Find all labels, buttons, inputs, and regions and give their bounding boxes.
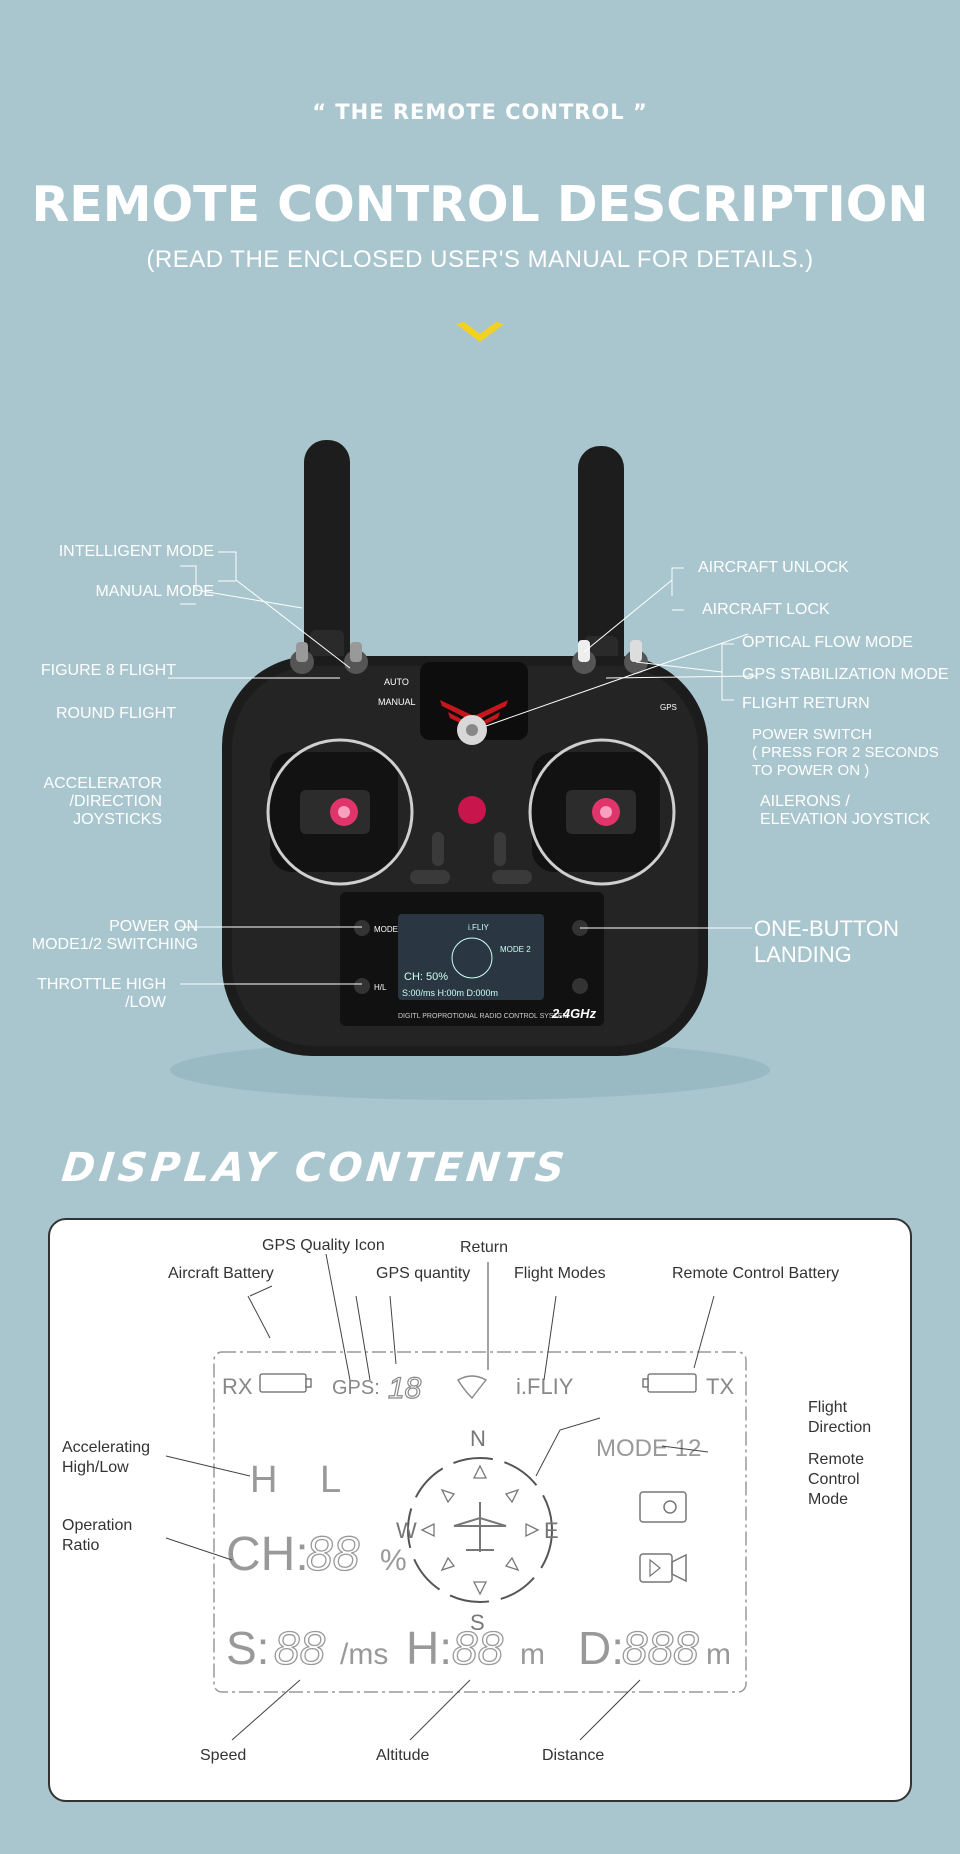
video-icon (639, 1553, 673, 1583)
lcd-diagram: RX GPS: 18 i.FLIY TX H L MODE 12 N S E W… (165, 1253, 747, 1741)
label-aircraft-battery: Aircraft Battery (168, 1265, 274, 1282)
callout-optical-flow-mode: OPTICAL FLOW MODE (742, 634, 913, 651)
lcd-compass-e: E (544, 1518, 559, 1543)
lcd-speed-label: S: (226, 1622, 269, 1674)
screen-stats: S:00/ms H:00m D:000m (402, 988, 498, 998)
page-title: REMOTE CONTROL DESCRIPTION (31, 176, 929, 233)
lcd-distance-digits: 888 (622, 1622, 699, 1674)
callout-manual-mode: MANUAL MODE (95, 583, 214, 600)
display-contents-heading: DISPLAY CONTENTS (59, 1145, 571, 1191)
callout-one-button-landing: ONE-BUTTON LANDING (754, 916, 900, 967)
screen-mode: MODE 2 (500, 945, 531, 954)
chevron-down-icon (456, 322, 504, 342)
callout-accelerator-joystick: ACCELERATOR /DIRECTION JOYSTICKS (43, 775, 162, 828)
gps-switch-label: GPS (660, 703, 677, 712)
lcd-distance-label: D: (578, 1622, 624, 1674)
lcd-distance-unit: m (706, 1638, 731, 1671)
hl-button-label: H/L (374, 983, 387, 992)
callout-gps-stabilization-mode: GPS STABILIZATION MODE (742, 666, 949, 683)
lcd-compass-w: W (396, 1518, 417, 1543)
label-gps-quantity: GPS quantity (376, 1265, 471, 1282)
callout-intelligent-mode: INTELLIGENT MODE (58, 543, 214, 560)
screen-top-line: i.FLIY (468, 923, 490, 932)
label-speed: Speed (200, 1747, 247, 1764)
lcd-gps: GPS: (332, 1377, 380, 1399)
lcd-screen (398, 914, 544, 1000)
manual-switch-label: MANUAL (378, 697, 416, 707)
aircraft-battery-icon (259, 1373, 307, 1393)
lcd-rx: RX (222, 1374, 253, 1399)
label-gps-quality-icon: GPS Quality Icon (262, 1237, 385, 1254)
lcd-speed-digits: 88 (274, 1622, 326, 1674)
section-subtitle: “ THE REMOTE CONTROL ” (312, 100, 648, 124)
aircraft-icon (453, 1502, 507, 1552)
lcd-altitude-unit: m (520, 1638, 545, 1671)
screen-footer: DIGITL PROPROTIONAL RADIO CONTROL SYSTEM (398, 1013, 569, 1020)
callout-aircraft-unlock: AIRCRAFT UNLOCK (698, 559, 849, 576)
callout-throttle-high-low: THROTTLE HIGH /LOW (37, 976, 166, 1011)
camera-icon (639, 1491, 687, 1523)
label-accelerating-high-low: Accelerating High/Low (62, 1439, 151, 1476)
label-remote-control-battery: Remote Control Battery (672, 1265, 840, 1282)
label-flight-direction: Flight Direction (808, 1399, 872, 1436)
left-antenna (304, 440, 350, 680)
lcd-altitude-digits: 88 (452, 1622, 504, 1674)
lcd-ch-digits: 88 (306, 1528, 360, 1581)
remote-controller-illustration: AUTO MANUAL GPS i.FLIY MODE 2 CH: 50% S:… (168, 440, 770, 1100)
lcd-compass-s: S (470, 1610, 485, 1635)
callout-flight-return: FLIGHT RETURN (742, 695, 870, 712)
lcd-speed-unit: /ms (340, 1638, 388, 1671)
callout-power-on-mode-switching: POWER ON MODE1/2 SWITCHING (31, 918, 198, 953)
label-operation-ratio: Operation Ratio (62, 1517, 133, 1554)
lcd-ifliy: i.FLIY (516, 1374, 574, 1399)
rc-battery-icon (647, 1373, 697, 1393)
label-return: Return (460, 1239, 509, 1256)
lcd-altitude-label: H: (406, 1622, 452, 1674)
callout-round-flight: ROUND FLIGHT (56, 705, 176, 722)
screen-ch: CH: 50% (404, 971, 448, 983)
right-antenna (578, 446, 624, 686)
manual-note: (READ THE ENCLOSED USER'S MANUAL FOR DET… (146, 246, 814, 273)
lcd-tx: TX (706, 1374, 734, 1399)
mode-button-label: MODE (374, 925, 398, 934)
lcd-mode: MODE 12 (596, 1435, 701, 1462)
lcd-l: L (320, 1459, 341, 1501)
callout-power-switch: POWER SWITCH ( PRESS FOR 2 SECONDS TO PO… (752, 726, 939, 779)
label-distance: Distance (542, 1747, 605, 1764)
compass-ring (407, 1457, 553, 1603)
return-icon (457, 1375, 488, 1400)
label-altitude: Altitude (376, 1747, 430, 1764)
band-label: 2.4GHz (551, 1006, 597, 1021)
lcd-ch: CH: (226, 1528, 309, 1581)
display-diagram-panel: RX GPS: 18 i.FLIY TX H L MODE 12 N S E W… (48, 1218, 912, 1802)
lcd-compass-n: N (470, 1426, 486, 1451)
label-remote-control-mode: Remote Control Mode (808, 1451, 865, 1508)
label-flight-modes: Flight Modes (514, 1265, 606, 1282)
callout-ailerons-joystick: AILERONS / ELEVATION JOYSTICK (760, 793, 931, 828)
lcd-h: H (250, 1459, 277, 1501)
callout-figure8-flight: FIGURE 8 FLIGHT (40, 662, 176, 679)
red-center-button (458, 796, 486, 824)
lcd-gps-digits: 18 (388, 1372, 422, 1405)
lcd-percent: % (380, 1544, 407, 1577)
auto-switch-label: AUTO (384, 677, 409, 687)
callout-aircraft-lock: AIRCRAFT LOCK (702, 601, 830, 618)
